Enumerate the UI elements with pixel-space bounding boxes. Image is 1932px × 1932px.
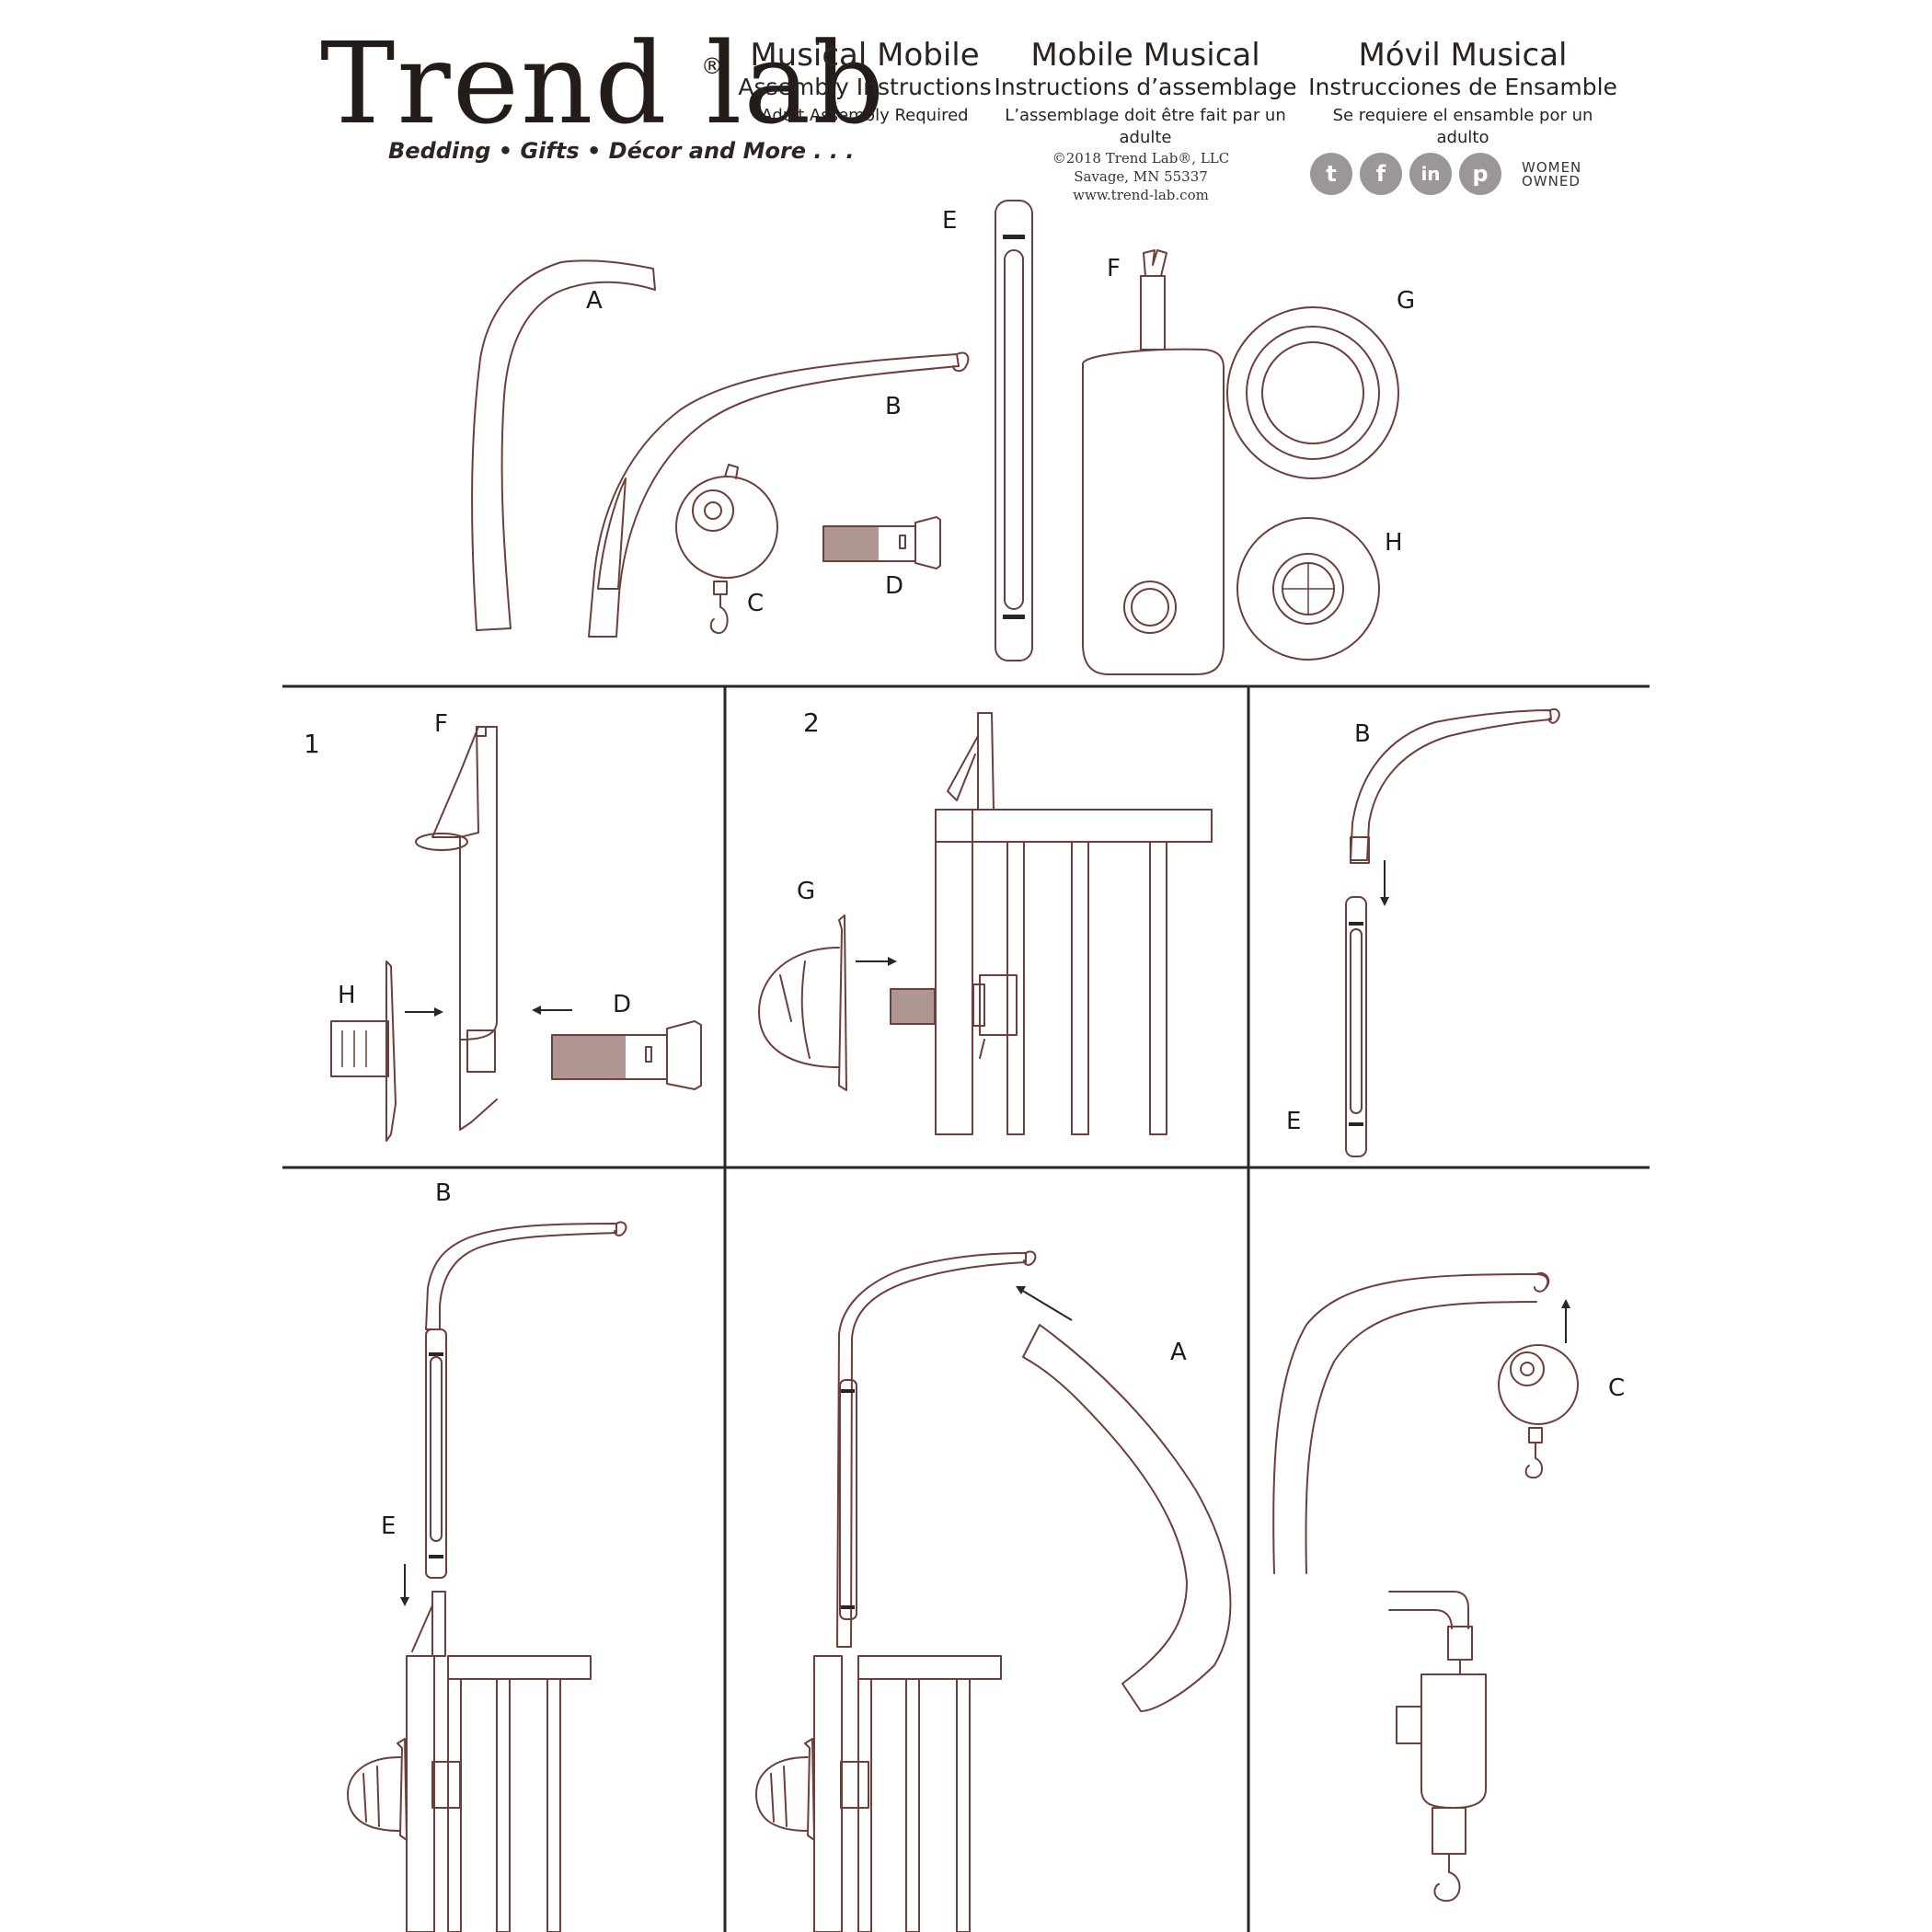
registered-mark: ® [701, 53, 723, 79]
women-owned-line1: WOMEN [1522, 159, 1582, 176]
part-label: H [1385, 529, 1403, 557]
website-text: www.trend-lab.com [1073, 187, 1209, 203]
women-owned-badge: WOMEN OWNED [1522, 161, 1581, 189]
step-3: B E [1286, 707, 1560, 1157]
note-text: Se requiere el ensamble por un adulto [1332, 106, 1593, 147]
part-b-upper-arm: B [588, 351, 970, 638]
step-label: C [1608, 1374, 1625, 1402]
step-number: 2 [803, 707, 820, 738]
step-1: 1 F H D [304, 710, 702, 1142]
step-label: E [381, 1512, 396, 1540]
part-label: C [747, 590, 764, 617]
address-text: Savage, MN 55337 [1074, 168, 1208, 185]
title-french: Mobile Musical Instructions d’assemblage… [984, 37, 1306, 149]
step-6: C [1272, 1271, 1625, 1903]
step-number: 1 [304, 729, 320, 759]
part-c-music-box: C [675, 464, 778, 635]
title-text: Móvil Musical [1358, 37, 1568, 74]
step-label: A [1170, 1339, 1187, 1366]
part-label: D [885, 572, 903, 600]
twitter-icon[interactable]: t [1310, 153, 1352, 195]
subtitle-text: Instructions d’assemblage [994, 74, 1297, 100]
brand-tagline: Bedding • Gifts • Décor and More . . . [388, 138, 855, 164]
part-label: F [1107, 255, 1121, 282]
step-label: G [797, 878, 815, 905]
part-label: G [1397, 287, 1415, 315]
note-text: Adult Assembly Required [761, 106, 969, 125]
subtitle-text: Assembly Instructions [738, 74, 992, 100]
copyright-text: ©2018 Trend Lab®, LLC [1052, 150, 1230, 167]
part-label: B [885, 393, 902, 420]
women-owned-line2: OWNED [1522, 173, 1581, 190]
part-d-bolt: D [822, 516, 941, 600]
title-english: Musical Mobile Assembly Instructions Adu… [736, 37, 994, 127]
linkedin-icon[interactable]: in [1409, 153, 1452, 195]
step-4: B E [347, 1179, 627, 1932]
step-label: E [1286, 1108, 1301, 1135]
step-label: B [435, 1179, 452, 1207]
step-2: 2 G [758, 707, 1213, 1135]
step-label: F [434, 710, 448, 738]
part-label: A [586, 287, 603, 315]
part-e-pole: E [942, 200, 1033, 661]
part-h-washer: H [1236, 517, 1403, 661]
title-spanish: Móvil Musical Instrucciones de Ensamble … [1306, 37, 1619, 149]
part-label: E [942, 207, 957, 235]
pinterest-icon[interactable]: p [1459, 153, 1501, 195]
note-text: L’assemblage doit être fait par un adult… [1005, 106, 1286, 147]
step-label: D [613, 991, 631, 1018]
company-info: ©2018 Trend Lab®, LLC Savage, MN 55337 w… [1040, 149, 1242, 204]
part-g-knob: G [1226, 287, 1415, 479]
facebook-icon[interactable]: f [1360, 153, 1402, 195]
step-5: A [755, 1250, 1232, 1932]
title-text: Musical Mobile [750, 37, 980, 74]
step-label: B [1354, 720, 1371, 748]
part-f-bracket: F [1082, 249, 1225, 675]
title-text: Mobile Musical [1030, 37, 1260, 74]
part-a-arm-cover: A [471, 259, 656, 631]
subtitle-text: Instrucciones de Ensamble [1308, 74, 1617, 100]
step-label: H [338, 982, 356, 1009]
brand-logo: Trend lab [320, 18, 887, 149]
